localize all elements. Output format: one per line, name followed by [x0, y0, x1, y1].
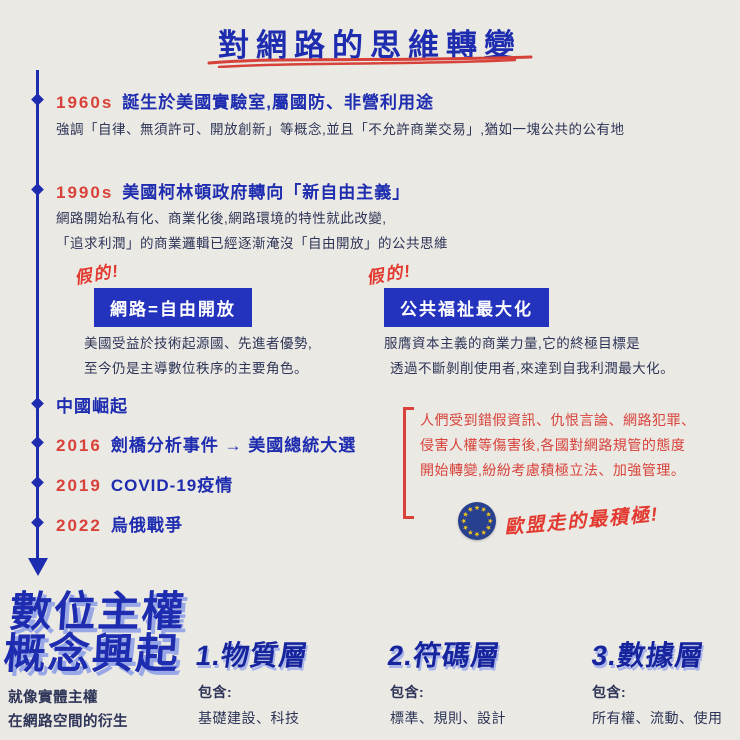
timeline-bullet	[31, 516, 44, 529]
myth-card-public-welfare: 公共福祉最大化	[384, 288, 549, 327]
fake-stamp: 假的!	[73, 261, 122, 288]
timeline-heading-text: 中國崛起	[56, 397, 128, 416]
note-bracket	[403, 407, 414, 519]
regulation-note-line: 開始轉變,紛紛考慮積極立法、加強管理。	[420, 462, 686, 478]
timeline-item-2019: 2019 COVID-19疫情	[56, 471, 233, 496]
timeline-item-2016: 2016 劍橋分析事件 → 美國總統大選	[56, 431, 356, 456]
timeline-item-body: 「追求利潤」的商業邏輯已經逐漸淹沒「自由開放」的公共思維	[56, 236, 448, 251]
timeline-bullet	[31, 397, 44, 410]
myth-caption: 透過不斷剝削使用者,來達到自我利潤最大化。	[390, 361, 675, 376]
timeline-arrow-down-icon	[28, 558, 48, 576]
timeline-item-2022: 2022 烏俄戰爭	[56, 511, 183, 536]
timeline-item-1960s: 1960s 誕生於美國實驗室,屬國防、非營利用途	[56, 88, 434, 113]
timeline-heading-text: COVID-19疫情	[110, 476, 234, 495]
timeline-item-body: 強調「自律、無須許可、開放創新」等概念,並且「不允許商業交易」,猶如一塊公共的公…	[56, 122, 625, 137]
timeline-year: 2016	[56, 436, 102, 455]
layer-heading-data: 3.數據層	[589, 640, 707, 671]
layer-items: 標準、規則、設計	[390, 710, 506, 726]
myth-caption: 至今仍是主導數位秩序的主要角色。	[84, 361, 308, 376]
layer-sub-label: 包含:	[390, 684, 425, 700]
layer-sub-label: 包含:	[592, 684, 627, 700]
sovereignty-title-line2: 概念興起	[2, 630, 182, 677]
timeline-item-1990s: 1990s 美國柯林頓政府轉向「新自由主義」	[56, 178, 410, 203]
timeline-year: 1990s	[56, 183, 114, 202]
timeline-year: 1960s	[56, 93, 114, 112]
timeline-item-china: 中國崛起	[56, 392, 128, 417]
timeline-year: 2022	[56, 516, 102, 535]
timeline-item-body: 網路開始私有化、商業化後,網路環境的特性就此改變,	[56, 211, 387, 226]
layer-heading-material: 1.物質層	[193, 640, 311, 671]
timeline-year: 2019	[56, 476, 102, 495]
timeline-bullet	[31, 436, 44, 449]
eu-flag-icon: ★★★★★★★★★★★★	[458, 502, 496, 540]
timeline-heading-text: 誕生於美國實驗室,屬國防、非營利用途	[122, 93, 435, 112]
sovereignty-caption: 就像實體主權	[8, 690, 98, 706]
timeline-heading-text: 劍橋分析事件 → 美國總統大選	[110, 436, 357, 455]
layer-items: 基礎建設、科技	[198, 710, 300, 726]
layer-sub-label: 包含:	[198, 684, 233, 700]
fake-stamp: 假的!	[365, 261, 414, 288]
sovereignty-caption: 在網路空間的衍生	[8, 714, 128, 730]
eu-note: 歐盟走的最積極!	[503, 504, 661, 539]
timeline-bullet	[31, 183, 44, 196]
myth-caption: 服膺資本主義的商業力量,它的終極目標是	[384, 336, 641, 351]
title-underline-scribble	[207, 55, 533, 68]
layer-heading-code: 2.符碼層	[385, 640, 503, 671]
regulation-note-line: 人們受到錯假資訊、仇恨言論、網路犯罪、	[420, 412, 696, 428]
myth-caption: 美國受益於技術起源國、先進者優勢,	[84, 336, 313, 351]
timeline-heading-text: 烏俄戰爭	[110, 516, 183, 535]
timeline-line	[36, 70, 39, 560]
timeline-bullet	[31, 476, 44, 489]
regulation-note-line: 侵害人權等傷害後,各國對網路規管的態度	[420, 437, 686, 453]
timeline-heading-text: 美國柯林頓政府轉向「新自由主義」	[122, 183, 411, 202]
layer-items: 所有權、流動、使用	[592, 710, 723, 726]
eu-flag-stars: ★★★★★★★★★★★★	[461, 505, 493, 537]
timeline-bullet	[31, 93, 44, 106]
myth-card-open-internet: 網路=自由開放	[94, 288, 252, 327]
